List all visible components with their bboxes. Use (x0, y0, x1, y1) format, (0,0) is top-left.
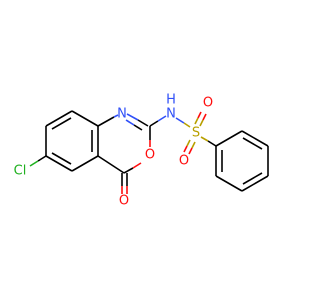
bond (183, 145, 188, 153)
bond-double-inner (125, 119, 135, 126)
bond (97, 155, 125, 174)
bond (149, 120, 159, 127)
bond (45, 110, 73, 127)
phenyl-ring-bonds (215, 130, 269, 192)
bond (188, 147, 193, 155)
bond (29, 160, 39, 167)
bond (132, 162, 142, 169)
bond (215, 130, 243, 147)
bond (113, 114, 119, 118)
bond (183, 122, 191, 128)
amide-nitrogen-label: N (166, 107, 176, 122)
ring-nitrogen-label: N (117, 107, 127, 122)
sulfonamide-bonds (149, 111, 217, 155)
bond (241, 130, 269, 147)
bond (194, 117, 199, 125)
bond (241, 175, 269, 192)
bond (200, 136, 209, 142)
ring-oxygen-label: O (145, 148, 155, 163)
sulfonyl-oxygen-top-label: O (203, 96, 213, 111)
bond (71, 110, 99, 127)
bond (126, 113, 139, 121)
sulfur-label: S (192, 126, 200, 141)
bond (199, 119, 204, 127)
bond (37, 155, 47, 162)
bond (45, 155, 73, 172)
bond-double-inner (242, 137, 263, 150)
bond (202, 113, 207, 121)
bond (197, 111, 202, 119)
bond (137, 119, 149, 127)
bond (71, 155, 99, 172)
atom-labels: N O O H N S O O Cl (14, 93, 213, 209)
molecule-diagram: N O O H N S O O Cl (0, 0, 300, 300)
bond (97, 116, 115, 127)
background (0, 0, 300, 300)
bond (123, 167, 134, 174)
benzoxazinone-ring-bonds (29, 110, 151, 194)
sulfonyl-oxygen-bottom-label: O (179, 154, 189, 169)
bond (215, 175, 243, 192)
bond (186, 139, 191, 147)
carbonyl-oxygen-label: O (119, 194, 129, 209)
bond (157, 115, 167, 122)
bond-double-inner (133, 124, 143, 131)
chlorine-label: Cl (14, 164, 27, 179)
bond (207, 140, 217, 147)
bond (191, 141, 196, 149)
bond-double-inner (51, 117, 72, 130)
bond-double-inner (242, 172, 263, 185)
bond-double-inner (51, 152, 72, 165)
amide-hydrogen-label: H (166, 93, 176, 108)
bond (175, 117, 185, 124)
